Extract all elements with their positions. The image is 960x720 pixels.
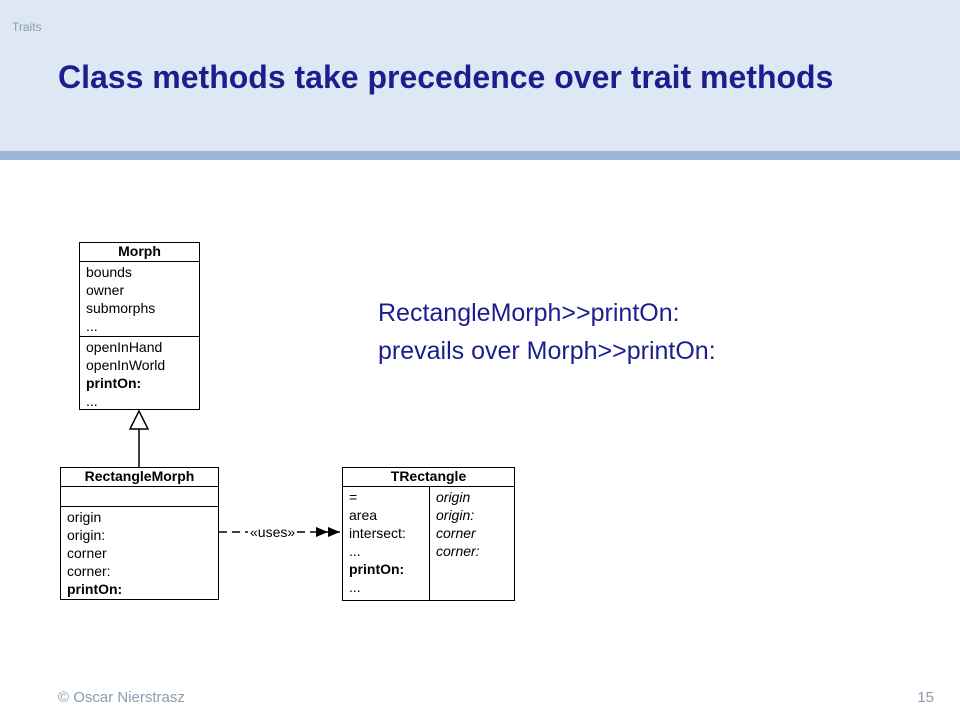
rectanglemorph-method: corner bbox=[67, 545, 107, 561]
rectanglemorph-class-box: RectangleMorph origin origin: corner cor… bbox=[60, 467, 219, 600]
trectangle-required-method: origin: bbox=[436, 507, 475, 523]
header-divider bbox=[0, 151, 960, 160]
uses-arrowhead-1 bbox=[316, 527, 328, 537]
morph-method-printon: printOn: bbox=[86, 375, 142, 391]
morph-attribute: bounds bbox=[86, 264, 132, 280]
footer-copyright: © Oscar Nierstrasz bbox=[58, 689, 185, 706]
note-line: prevails over Morph>>printOn: bbox=[378, 337, 716, 365]
trectangle-provided-method: ... bbox=[349, 579, 361, 595]
morph-methods: openInHand openInWorld printOn: ... bbox=[80, 337, 199, 411]
rectanglemorph-method-printon: printOn: bbox=[67, 581, 123, 597]
precedence-note: RectangleMorph>>printOn: prevails over M… bbox=[378, 294, 716, 370]
trectangle-columns: = area intersect: ... printOn: ... origi… bbox=[343, 487, 514, 601]
morph-attribute: ... bbox=[86, 318, 98, 334]
slide-title: Class methods take precedence over trait… bbox=[58, 59, 834, 95]
trectangle-required-method: origin bbox=[436, 489, 471, 505]
morph-attributes: bounds owner submorphs ... bbox=[80, 262, 199, 337]
uses-arrowhead-2 bbox=[328, 527, 340, 537]
morph-method: openInWorld bbox=[86, 357, 166, 373]
page-number: 15 bbox=[917, 689, 934, 706]
rectanglemorph-attributes-empty bbox=[61, 487, 218, 507]
morph-method: ... bbox=[86, 393, 98, 409]
trectangle-provided-method: intersect: bbox=[349, 525, 406, 541]
morph-class-box: Morph bounds owner submorphs ... openInH… bbox=[79, 242, 200, 410]
rectanglemorph-method: origin: bbox=[67, 527, 106, 543]
trectangle-required-methods: origin origin: corner corner: bbox=[430, 487, 486, 601]
morph-class-name: Morph bbox=[80, 243, 199, 262]
rectanglemorph-method: origin bbox=[67, 509, 102, 525]
trectangle-trait-box: TRectangle = area intersect: ... printOn… bbox=[342, 467, 515, 601]
inheritance-arrowhead bbox=[128, 409, 150, 430]
section-label: Traits bbox=[12, 20, 42, 34]
rectanglemorph-class-name: RectangleMorph bbox=[61, 468, 218, 487]
note-line: RectangleMorph>>printOn: bbox=[378, 299, 680, 327]
morph-method: openInHand bbox=[86, 339, 163, 355]
rectanglemorph-methods: origin origin: corner corner: printOn: bbox=[61, 507, 218, 599]
trectangle-required-method: corner: bbox=[436, 543, 480, 559]
trectangle-trait-name: TRectangle bbox=[343, 468, 514, 487]
trectangle-provided-methods: = area intersect: ... printOn: ... bbox=[343, 487, 430, 601]
morph-attribute: owner bbox=[86, 282, 125, 298]
trectangle-provided-method-printon: printOn: bbox=[349, 561, 405, 577]
trectangle-provided-method: ... bbox=[349, 543, 361, 559]
uses-label: «uses» bbox=[248, 524, 298, 540]
slide-header bbox=[0, 0, 960, 151]
trectangle-provided-method: = bbox=[349, 489, 358, 505]
trectangle-required-method: corner bbox=[436, 525, 476, 541]
morph-attribute: submorphs bbox=[86, 300, 156, 316]
trectangle-provided-method: area bbox=[349, 507, 378, 523]
rectanglemorph-method: corner: bbox=[67, 563, 111, 579]
